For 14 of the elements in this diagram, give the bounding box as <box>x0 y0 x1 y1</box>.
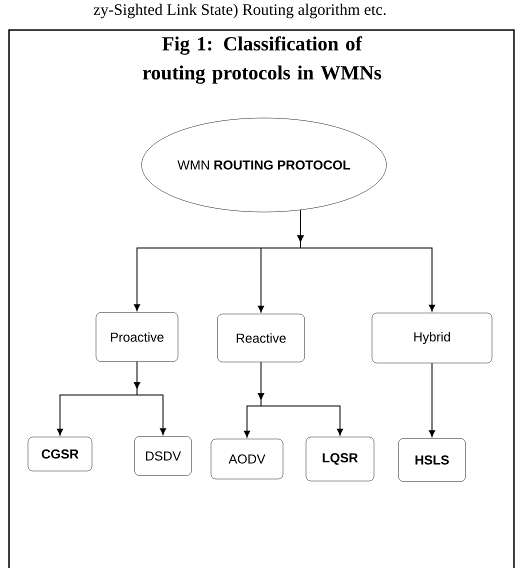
arrow <box>428 362 436 438</box>
running-text: zy-Sighted Link State) Routing algorithm etc. <box>94 4 386 18</box>
protocol-box: Reactive <box>217 314 305 362</box>
protocol-box: DSDV <box>134 436 192 476</box>
protocol-box: HSLS <box>398 438 466 482</box>
arrow <box>134 361 166 436</box>
figure-title: Fig 1: Classification of routing protocols in WMNs <box>142 36 382 84</box>
arrow <box>297 210 436 312</box>
protocol-box: Hybrid <box>372 312 492 364</box>
protocol-box: LQSR <box>306 436 374 482</box>
protocol-box: CGSR <box>28 436 92 472</box>
arrow <box>258 362 344 436</box>
protocol-box: Proactive <box>96 312 178 362</box>
protocol-box: AODV <box>210 438 284 480</box>
